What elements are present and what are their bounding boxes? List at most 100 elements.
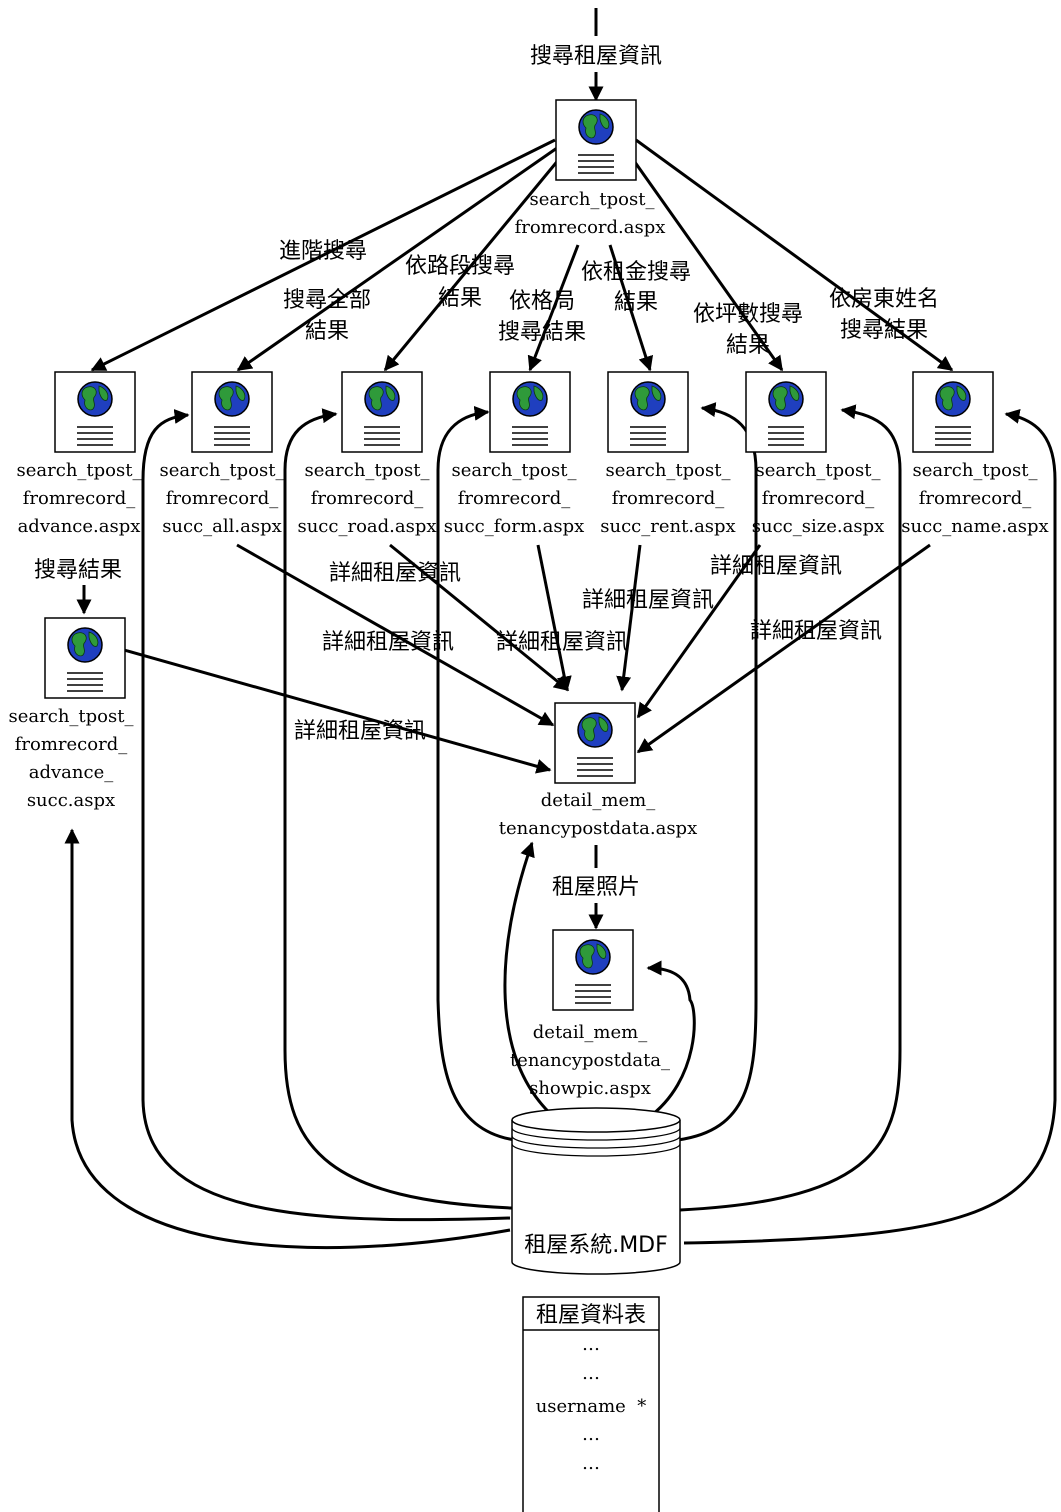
edge-db-succ-all [141,408,511,1222]
web-page-icon [555,99,637,181]
edge-succ-size-detail [636,544,762,719]
page-filename-line: succ_size.aspx [752,516,885,537]
table-frame [522,1296,660,1512]
page-filename-line: fromrecord_ [311,488,423,509]
page-filename-line: fromrecord_ [612,488,724,509]
label-photo: 租屋照片 [552,875,640,900]
edge-main-succ-size [630,157,784,372]
data-table: 租屋資料表 … … username * … … [522,1296,660,1512]
label-detail-4: 詳細租屋資訊 [322,630,454,655]
web-page-icon [44,617,126,699]
page-filename-line: detail_mem_ [541,790,655,811]
label-by-road-1: 依路段搜尋 [405,254,515,279]
edge-succ-road-detail [389,543,570,692]
web-page-icon [554,702,636,784]
edge-succ-all-detail [236,543,555,727]
page-filename-line: succ_rent.aspx [600,516,735,537]
page-filename-line: search_tpost_ [530,189,655,210]
entry-label: 搜尋租屋資訊 [530,44,662,69]
page-filename-line: search_tpost_ [305,460,430,481]
page-filename-line: search_tpost_ [17,460,142,481]
web-page-icon [912,371,994,453]
label-advanced-search: 進階搜尋 [279,239,367,264]
database-label: 租屋系統.MDF [524,1233,668,1258]
label-detail-3: 詳細租屋資訊 [582,588,714,613]
label-by-rent-1: 依租金搜尋 [581,260,691,285]
page-node-succ-rent: search_tpost_ fromrecord_ succ_rent.aspx [600,371,736,537]
page-filename-line: fromrecord_ [166,488,278,509]
edge-main-succ-form [527,244,580,372]
page-filename-line: tenancypostdata_ [510,1050,670,1071]
table-row: username * [536,1396,647,1417]
table-row: … [582,1453,600,1474]
edge-main-succ-road [383,157,562,372]
page-filename-line: search_tpost_ [606,460,731,481]
page-filename-line: succ_all.aspx [162,516,282,537]
page-filename-line: search_tpost_ [160,460,285,481]
edges [64,8,1057,1250]
web-page-icon [191,371,273,453]
page-filename-line: fromrecord_ [458,488,570,509]
label-by-road-2: 結果 [438,286,482,311]
page-filename-line: search_tpost_ [913,460,1038,481]
page-filename-line: succ_form.aspx [444,516,585,537]
edge-db-succ-name [683,408,1057,1245]
page-node-succ-road: search_tpost_ fromrecord_ succ_road.aspx [297,371,437,537]
page-filename-line: succ.aspx [27,790,115,811]
label-by-landlord-2: 搜尋結果 [840,318,928,343]
label-search-result: 搜尋結果 [34,558,122,583]
table-row: … [582,1424,600,1445]
page-node-succ-size: search_tpost_ fromrecord_ succ_size.aspx [745,371,885,537]
label-by-landlord-1: 依房東姓名 [829,287,939,312]
label-search-all-1: 搜尋全部 [283,288,371,313]
page-filename-line: tenancypostdata.aspx [499,818,697,839]
edge-succ-rent-detail [616,544,642,692]
edge-main-succ-name [635,138,954,372]
edge-db-advance-succ [64,828,511,1250]
edge-db-showpic [646,960,696,1120]
page-node-succ-all: search_tpost_ fromrecord_ succ_all.aspx [160,371,285,537]
page-filename-line: advance_ [29,762,113,783]
page-filename-line: advance.aspx [18,516,141,537]
page-filename-line: search_tpost_ [756,460,881,481]
page-filename-line: fromrecord_ [15,734,127,755]
web-page-icon [54,371,136,453]
edge-db-succ-size [679,404,902,1212]
label-by-size-1: 依坪數搜尋 [693,302,803,327]
edge-db-succ-form [436,405,516,1142]
label-search-all-2: 結果 [305,319,349,344]
edge-main-succ-rent [608,244,654,372]
label-by-rent-2: 結果 [614,290,658,315]
web-page-icon [607,371,689,453]
label-by-layout-2: 搜尋結果 [498,320,586,345]
page-node-advance-succ: search_tpost_ fromrecord_ advance_ succ.… [9,617,134,811]
label-detail-5: 詳細租屋資訊 [496,630,628,655]
table-row: … [582,1363,600,1384]
page-filename-line: showpic.aspx [529,1078,651,1099]
edge-db-succ-road [283,408,513,1210]
page-node-main: search_tpost_ fromrecord.aspx [515,99,665,238]
database-cylinder-icon [511,1120,681,1275]
label-by-layout-1: 依格局 [509,289,575,314]
page-filename-line: fromrecord_ [919,488,1031,509]
label-detail-1: 詳細租屋資訊 [329,561,461,586]
page-filename-line: search_tpost_ [9,706,134,727]
page-filename-line: search_tpost_ [452,460,577,481]
page-node-advance: search_tpost_ fromrecord_ advance.aspx [17,371,142,537]
label-detail-6: 詳細租屋資訊 [750,619,882,644]
edge-db-detail [503,841,556,1120]
page-filename-line: succ_name.aspx [901,516,1048,537]
page-node-succ-name: search_tpost_ fromrecord_ succ_name.aspx [901,371,1049,537]
label-detail-2: 詳細租屋資訊 [710,554,842,579]
page-filename-line: succ_road.aspx [297,516,436,537]
web-page-icon [552,929,634,1011]
edge-db-succ-rent [677,402,758,1142]
page-filename-line: detail_mem_ [533,1022,647,1043]
web-page-icon [745,371,827,453]
page-filename-line: fromrecord_ [762,488,874,509]
edge-succ-form-detail [536,544,572,692]
edge-advance-succ-detail [123,648,552,774]
page-node-showpic: detail_mem_ tenancypostdata_ showpic.asp… [510,929,670,1099]
label-detail-7: 詳細租屋資訊 [294,719,426,744]
